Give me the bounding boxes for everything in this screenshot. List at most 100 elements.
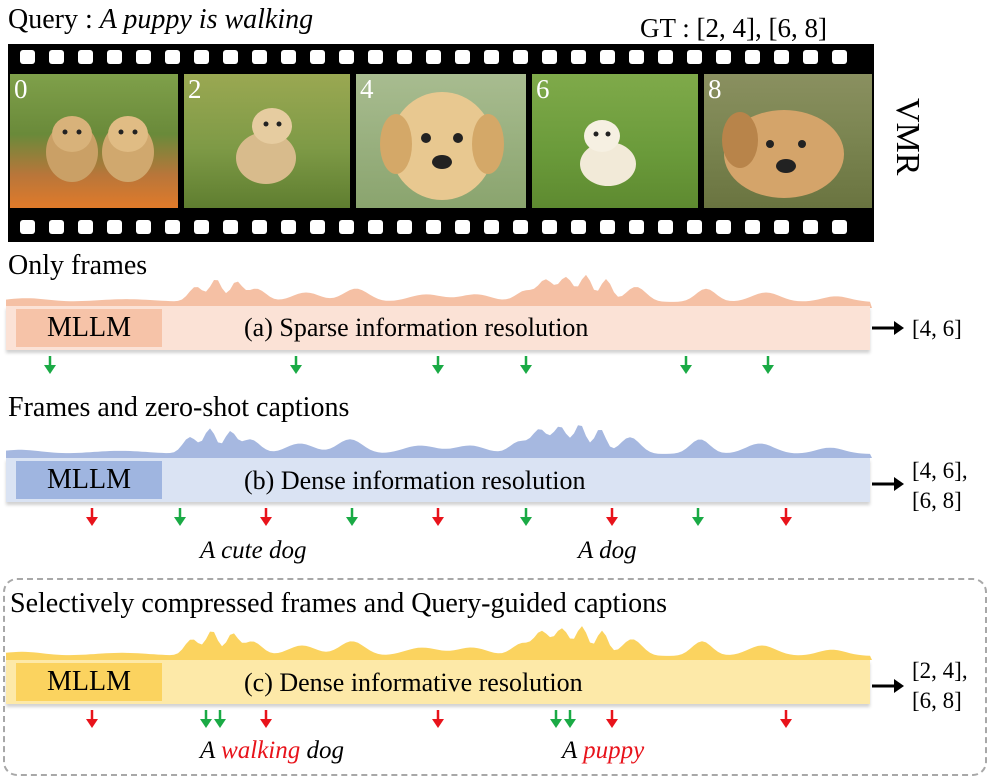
- puppy-face-image: [380, 92, 504, 200]
- attention-wave-a: [6, 274, 872, 308]
- sprocket-hole: [426, 50, 441, 64]
- section-c-title: Selectively compressed frames and Query-…: [10, 588, 668, 619]
- red-arrow-icon: [606, 508, 618, 526]
- green-arrow-icon: [564, 710, 576, 728]
- green-arrow-icon: [290, 356, 302, 374]
- sprocket-hole: [165, 50, 180, 64]
- sprocket-hole: [600, 50, 615, 64]
- green-arrow-icon: [550, 710, 562, 728]
- sprocket-hole: [774, 220, 789, 234]
- frame-number: 0: [14, 74, 28, 104]
- frame-number: 2: [188, 74, 202, 104]
- attention-wave-b: [6, 425, 872, 458]
- sprocket-hole: [774, 50, 789, 64]
- bar-description: (c) Dense informative resolution: [244, 668, 583, 697]
- arrow-row-a: [44, 356, 774, 374]
- green-arrow-icon: [680, 356, 692, 374]
- sprocket-hole: [194, 50, 209, 64]
- sprocket-hole: [484, 50, 499, 64]
- sprocket-hole: [832, 220, 847, 234]
- sprocket-hole: [513, 220, 528, 234]
- sprocket-hole: [78, 220, 93, 234]
- query-line: Query : A puppy is walking: [8, 4, 313, 36]
- sprocket-hole: [20, 50, 35, 64]
- sprocket-hole: [310, 220, 325, 234]
- right-arrow-icon: [872, 321, 904, 335]
- green-arrow-icon: [692, 508, 704, 526]
- video-frame-0: 0: [10, 74, 178, 208]
- red-arrow-icon: [260, 508, 272, 526]
- green-arrow-icon: [174, 508, 186, 526]
- sprocket-hole: [687, 220, 702, 234]
- output-line: [6, 8]: [912, 488, 962, 513]
- caption-a-puppy: A puppy: [562, 736, 644, 766]
- right-arrow-icon: [872, 477, 904, 491]
- sprocket-hole: [107, 220, 122, 234]
- output-line: [4, 6]: [912, 316, 962, 341]
- running-puppy-image: [580, 120, 636, 186]
- sprocket-hole: [571, 50, 586, 64]
- resolution-bar-a: MLLM (a) Sparse information resolution: [6, 306, 870, 350]
- caption-prefix: A: [562, 737, 584, 764]
- sprocket-hole: [281, 50, 296, 64]
- sprocket-hole: [252, 50, 267, 64]
- resolution-bar-c: MLLM (c) Dense informative resolution: [6, 660, 870, 704]
- sprocket-hole: [455, 50, 470, 64]
- output-line: [2, 4],: [912, 658, 968, 683]
- sprocket-hole: [49, 50, 64, 64]
- bar-description: (b) Dense information resolution: [244, 466, 586, 495]
- output-b: [4, 6], [6, 8]: [912, 456, 968, 516]
- attention-wave-c: [6, 626, 872, 660]
- sprocket-hole: [832, 50, 847, 64]
- red-arrow-icon: [780, 508, 792, 526]
- mllm-box: MLLM: [16, 663, 162, 701]
- puppies-image: [46, 116, 154, 182]
- green-arrow-icon: [200, 710, 212, 728]
- sprocket-hole: [542, 220, 557, 234]
- video-frame-6: 6: [532, 74, 698, 208]
- sprocket-hole: [716, 50, 731, 64]
- sprocket-hole: [310, 50, 325, 64]
- sprocket-hole: [368, 50, 383, 64]
- sprocket-hole: [107, 50, 122, 64]
- caption-highlight: walking: [221, 737, 301, 764]
- sprocket-hole: [629, 220, 644, 234]
- section-a-title: Only frames: [8, 250, 148, 281]
- red-arrow-icon: [432, 710, 444, 728]
- sprocket-hole: [136, 220, 151, 234]
- green-arrow-icon: [520, 508, 532, 526]
- caption-a-cute-dog: A cute dog: [200, 537, 307, 564]
- sprocket-hole: [803, 50, 818, 64]
- caption-highlight: puppy: [583, 737, 645, 764]
- output-line: [6, 8]: [912, 688, 962, 713]
- caption-prefix: A: [200, 737, 222, 764]
- caption-a-dog: A dog: [578, 537, 637, 564]
- video-frame-2: 2: [184, 74, 350, 208]
- sprocket-hole: [339, 50, 354, 64]
- right-arrow-icon: [872, 679, 904, 693]
- sprocket-hole: [513, 50, 528, 64]
- frame-number: 6: [536, 74, 550, 104]
- sprocket-hole: [252, 220, 267, 234]
- ground-truth: GT : [2, 4], [6, 8]: [640, 13, 827, 43]
- sprocket-hole: [629, 50, 644, 64]
- sprocket-hole: [571, 220, 586, 234]
- sprocket-hole: [194, 220, 209, 234]
- sprocket-hole: [484, 220, 499, 234]
- sprocket-hole: [281, 220, 296, 234]
- sprocket-hole: [687, 50, 702, 64]
- sprocket-hole: [20, 220, 35, 234]
- walking-puppy-image: [236, 108, 296, 184]
- sprocket-hole: [542, 50, 557, 64]
- red-arrow-icon: [86, 508, 98, 526]
- sprocket-hole: [658, 50, 673, 64]
- sprocket-hole: [165, 220, 180, 234]
- caption-suffix: dog: [300, 737, 345, 764]
- arrow-row-c: [86, 710, 792, 728]
- output-c: [2, 4], [6, 8]: [912, 656, 968, 716]
- vmr-label: VMR: [889, 98, 926, 176]
- sprocket-hole: [223, 50, 238, 64]
- query-text: A puppy is walking: [99, 4, 314, 35]
- sprocket-hole: [397, 220, 412, 234]
- sprocket-hole: [78, 50, 93, 64]
